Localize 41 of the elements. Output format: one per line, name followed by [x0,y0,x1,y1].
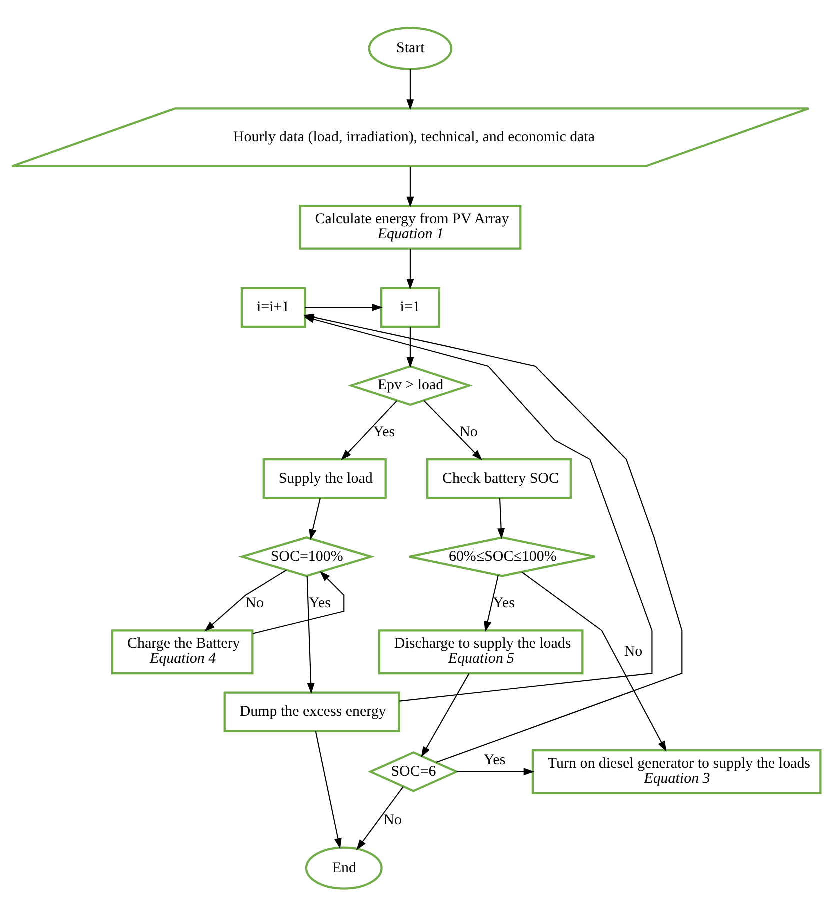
edge-label: No [624,644,643,660]
arrow [341,400,398,460]
arrow [306,576,315,694]
edge-label: Yes [484,752,506,768]
arrow [406,248,414,290]
node-box: Check battery SOC [426,458,572,499]
edge-label: No [384,812,402,828]
node-ellipse: Start [368,26,453,70]
arrow [305,303,383,311]
edge-label: No [460,424,478,440]
node-box: Discharge to supply the loads Equation 5 [378,629,584,674]
edge-label: Yes [493,594,515,611]
arrow [522,571,667,752]
node-diamond: SOC=6 [368,751,460,792]
node-box: Dump the excess energy [224,691,400,732]
edge-label: No [246,594,264,611]
node-diamond: Epv > load [348,364,473,406]
arrow [498,498,506,539]
arrow [356,786,404,850]
node-box: i=i+1 [240,286,306,328]
arrow [406,68,414,110]
node-diamond: 60%≤SOC≤100% [408,536,596,577]
node-box: Calculate energy from PV Array Equation 1 [299,204,522,250]
node-box: i=1 [380,286,440,328]
node-ellipse: End [305,846,383,890]
node-diamond: SOC=100% [238,536,375,577]
arrow [421,672,470,758]
arrow [456,768,535,776]
arrow [309,498,321,540]
node-box: Charge the Battery Equation 4 [111,629,254,674]
arrow [424,400,482,460]
arrow [406,166,414,208]
arrow [252,570,345,634]
arrow [315,730,342,849]
arrow [204,569,288,632]
node-box: Supply the load [262,458,387,499]
edge-label: Yes [373,424,396,440]
arrow [484,574,499,632]
node-box: Turn on diesel generator to supply the loads Equation 3 [532,748,822,794]
arrow [406,326,414,368]
edge-label: Yes [309,594,331,611]
